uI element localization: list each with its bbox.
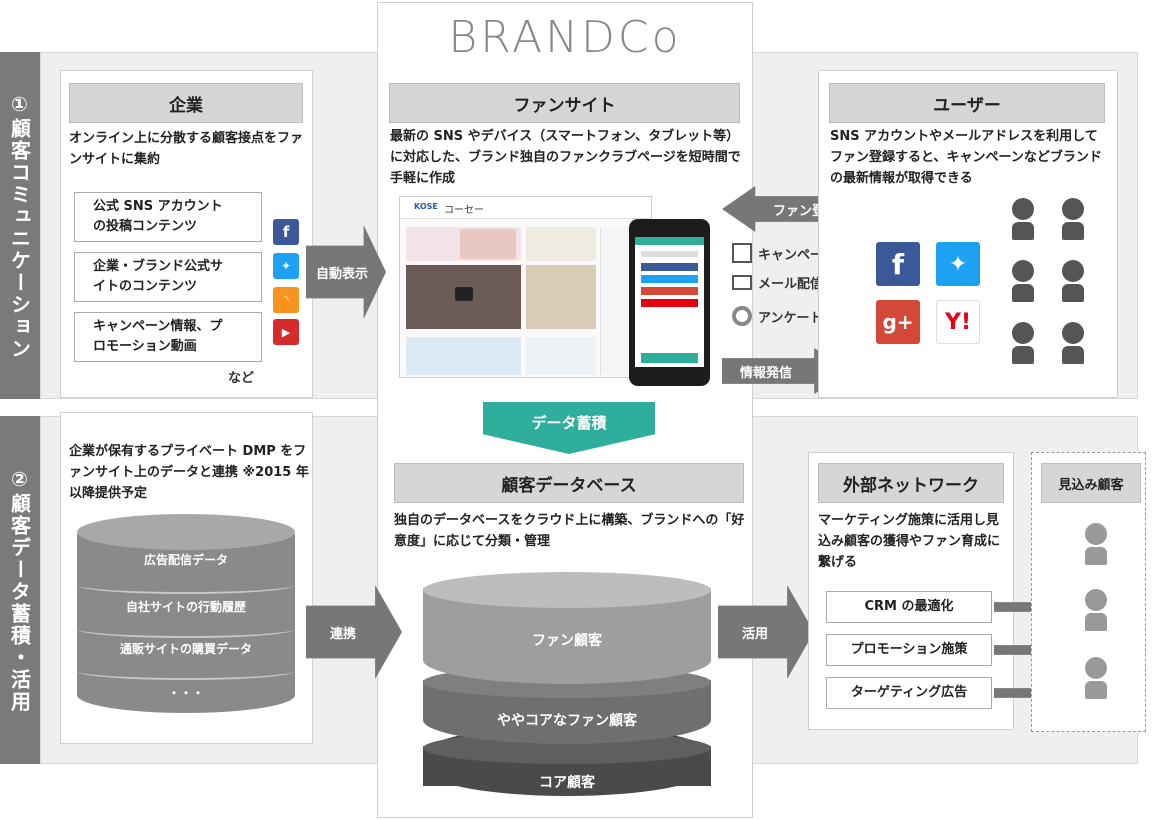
section-label-data: ②顧客データ蓄積・活用 <box>0 416 40 764</box>
mock-title: コーセー <box>444 205 484 216</box>
external-title: 外部ネットワーク <box>818 463 1004 503</box>
user-title: ユーザー <box>829 83 1105 123</box>
company-item-sns: 公式 SNS アカウントの投稿コンテンツ <box>74 192 262 242</box>
smartphone-mockup <box>629 219 710 386</box>
prospect-person-icon <box>1085 657 1107 699</box>
user-desc: SNS アカウントやメールアドレスを利用してファン登録すると、キャンペーンなどブ… <box>830 129 1102 186</box>
mail-label: メール配信 <box>758 277 824 292</box>
fansite-screenshot: KOSE コーセー <box>399 196 652 378</box>
user-person-icon <box>1012 260 1034 302</box>
db-layer-fan: ファン顧客 <box>532 633 602 649</box>
twitter-icon: ✦ <box>273 253 299 279</box>
db-layer-middle: ややコアなファン顧客 <box>497 713 637 729</box>
mock-logo: KOSE <box>414 202 438 211</box>
db-layer-core: コア顧客 <box>539 775 595 791</box>
dmp-layer: 自社サイトの行動履歴 <box>125 600 246 614</box>
customer-db-desc: 独自のデータベースをクラウド上に構築、ブランドへの「好意度」に応じて分類・管理 <box>394 513 745 549</box>
dmp-layer: 通販サイトの購買データ <box>119 642 252 656</box>
external-desc: マーケティング施策に活用し見込み顧客の獲得やファン育成に繋げる <box>818 513 1001 570</box>
facebook-icon: f <box>273 219 299 245</box>
company-etc: など <box>228 371 255 386</box>
dmp-layer-divider <box>77 620 295 638</box>
company-title: 企業 <box>69 83 303 123</box>
external-item-crm: CRM の最適化 <box>826 591 992 623</box>
facebook-large-icon: f <box>876 242 920 286</box>
fansite-desc: 最新の SNS やデバイス（スマートフォン、タブレット等）に対応した、ブランド独… <box>390 129 741 186</box>
company-desc: オンライン上に分散する顧客接点をファンサイトに集約 <box>69 131 304 167</box>
user-person-icon <box>1062 260 1084 302</box>
fansite-title: ファンサイト <box>389 83 740 123</box>
company-item-site: 企業・ブランド公式サイトのコンテンツ <box>74 252 262 302</box>
company-item-campaign: キャンペーン情報、プロモーション動画 <box>74 312 262 362</box>
dmp-layer: 広告配信データ <box>143 553 228 567</box>
gift-icon <box>732 243 752 263</box>
section-label-communication: ①顧客コミュニケーション <box>0 52 40 399</box>
youtube-icon: ▶ <box>273 319 299 345</box>
campaign-label: キャンペーン <box>758 247 836 263</box>
external-item-promotion: プロモーション施策 <box>826 634 992 666</box>
campaign-channel: キャンペーン <box>732 243 835 263</box>
mail-channel: メール配信 <box>732 273 823 292</box>
brand-logo: BRANDCo <box>448 12 682 63</box>
rss-icon: ◝ <box>273 287 299 313</box>
dmp-layer-divider <box>77 662 295 680</box>
mail-icon <box>732 275 752 290</box>
user-person-icon <box>1012 322 1034 364</box>
db-layer-fan-top <box>423 572 711 608</box>
dmp-desc: 企業が保有するプライベート DMP をファンサイト上のデータと連携 ※2015 … <box>69 444 309 501</box>
survey-channel: アンケート <box>732 306 822 326</box>
prospect-person-icon <box>1085 523 1107 565</box>
dmp-cylinder-top <box>77 514 295 550</box>
user-person-icon <box>1062 322 1084 364</box>
dmp-more: ・・・ <box>167 686 204 700</box>
survey-icon <box>732 306 752 326</box>
twitter-large-icon: ✦ <box>936 242 980 286</box>
dmp-layer-divider <box>77 576 295 594</box>
yahoo-icon: Y! <box>936 300 980 344</box>
prospect-person-icon <box>1085 589 1107 631</box>
survey-label: アンケート <box>758 310 823 326</box>
customer-db-title: 顧客データベース <box>394 463 744 503</box>
user-person-icon <box>1012 198 1034 240</box>
user-person-icon <box>1062 198 1084 240</box>
googleplus-icon: g+ <box>876 300 920 344</box>
prospects-title: 見込み顧客 <box>1041 463 1141 503</box>
external-item-targeting: ターゲティング広告 <box>826 677 992 709</box>
